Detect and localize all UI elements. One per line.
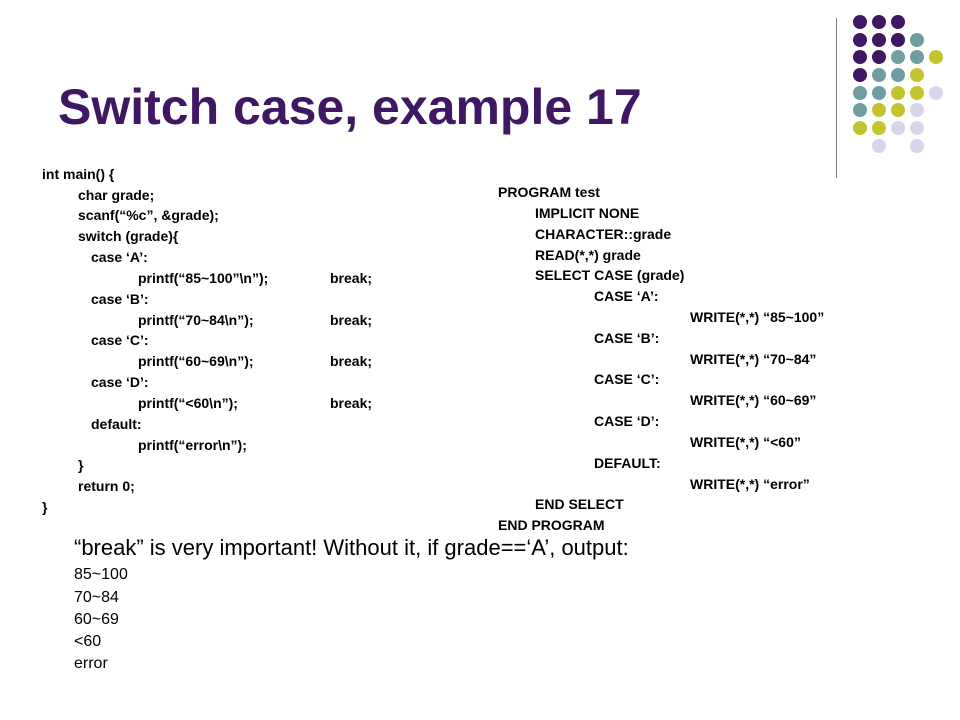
decor-dot — [910, 50, 924, 64]
decor-dot — [872, 15, 886, 29]
code-line: scanf(“%c”, &grade); — [78, 207, 219, 223]
code-line: END SELECT — [535, 496, 624, 512]
code-line: CASE ‘A’: — [594, 288, 659, 304]
code-line: IMPLICIT NONE — [535, 205, 640, 221]
decor-dot — [872, 50, 886, 64]
code-line: PROGRAM test — [498, 184, 600, 200]
decor-dot — [891, 86, 905, 100]
code-line: WRITE(*,*) “85~100” — [690, 309, 825, 325]
output-line: <60 — [74, 633, 102, 650]
code-line: WRITE(*,*) “60~69” — [690, 392, 817, 408]
decor-dot — [891, 33, 905, 47]
code-line: } — [42, 499, 48, 515]
code-line: case ‘D’: — [91, 374, 149, 390]
decor-dot — [872, 139, 886, 153]
decor-dot — [891, 50, 905, 64]
code-line: case ‘C’: — [91, 332, 149, 348]
decor-dot — [910, 121, 924, 135]
decor-dot — [891, 121, 905, 135]
code-line: } — [78, 457, 84, 473]
decor-dot — [853, 50, 867, 64]
decor-dot — [891, 103, 905, 117]
code-line: printf(“70~84\n”); — [138, 312, 254, 328]
decor-dot — [910, 86, 924, 100]
decor-dot — [872, 86, 886, 100]
decor-dot — [910, 33, 924, 47]
decor-dot — [929, 86, 943, 100]
decor-dot — [853, 68, 867, 82]
code-line: printf(“85~100”\n”); — [138, 270, 269, 286]
code-line: break; — [330, 395, 373, 411]
output-line: 60~69 — [74, 611, 119, 628]
slide-title: Switch case, example 17 — [58, 79, 642, 135]
code-line: break; — [330, 270, 373, 286]
code-line: printf(“error\n”); — [138, 437, 247, 453]
break-note: “break” is very important! Without it, i… — [74, 535, 629, 560]
code-line: default: — [91, 416, 142, 432]
decor-dot — [853, 121, 867, 135]
decor-dot — [872, 103, 886, 117]
code-line: char grade; — [78, 187, 155, 203]
code-line: CHARACTER::grade — [535, 226, 672, 242]
decor-dot — [891, 68, 905, 82]
code-line: case ‘B’: — [91, 291, 149, 307]
code-line: WRITE(*,*) “70~84” — [690, 351, 817, 367]
decor-dot — [929, 50, 943, 64]
code-line: int main() { — [42, 166, 115, 182]
code-line: SELECT CASE (grade) — [535, 267, 685, 283]
code-line: switch (grade){ — [78, 228, 179, 244]
code-line: printf(“60~69\n”); — [138, 353, 254, 369]
code-line: printf(“<60\n”); — [138, 395, 238, 411]
code-line: break; — [330, 353, 373, 369]
code-line: return 0; — [78, 478, 135, 494]
decor-dot — [853, 103, 867, 117]
code-line: CASE ‘D’: — [594, 413, 660, 429]
decor-dot — [891, 15, 905, 29]
decorative-divider-line — [836, 18, 837, 178]
code-line: WRITE(*,*) “<60” — [690, 434, 801, 450]
decor-dot — [910, 139, 924, 153]
output-line: error — [74, 655, 108, 672]
decor-dot — [853, 15, 867, 29]
code-line: DEFAULT: — [594, 455, 661, 471]
decor-dot — [872, 121, 886, 135]
code-line: break; — [330, 312, 373, 328]
code-line: CASE ‘B’: — [594, 330, 660, 346]
decor-dot — [872, 68, 886, 82]
code-line: WRITE(*,*) “error” — [690, 476, 810, 492]
code-line: CASE ‘C’: — [594, 371, 660, 387]
output-line: 70~84 — [74, 589, 119, 606]
decor-dot — [872, 33, 886, 47]
decor-dot — [910, 103, 924, 117]
decor-dot — [853, 33, 867, 47]
output-line: 85~100 — [74, 566, 128, 583]
decor-dot — [910, 68, 924, 82]
code-line: END PROGRAM — [498, 517, 605, 533]
code-line: case ‘A’: — [91, 249, 148, 265]
decor-dot — [853, 86, 867, 100]
code-line: READ(*,*) grade — [535, 247, 641, 263]
